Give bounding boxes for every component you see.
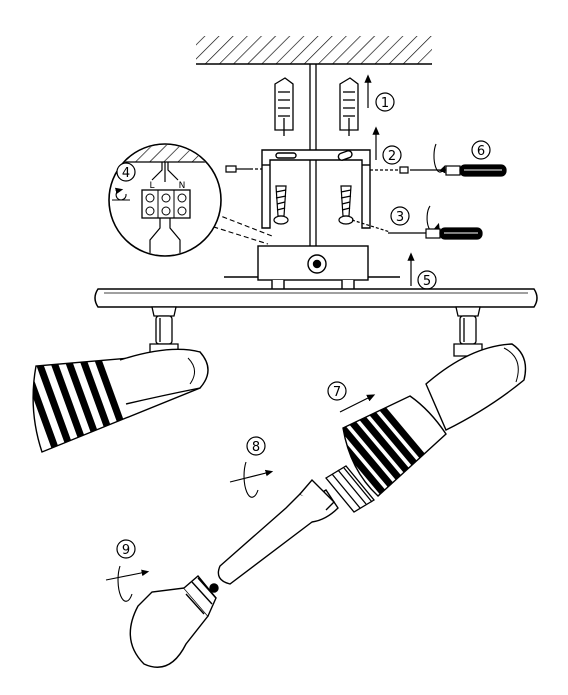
canopy xyxy=(224,245,400,293)
ceiling xyxy=(196,36,432,65)
terminal-l-label: L xyxy=(149,181,154,191)
step-7-marker: 7 xyxy=(327,381,376,413)
spot-right xyxy=(342,306,527,497)
step-9-marker: 9 xyxy=(105,539,150,602)
mounting-bracket xyxy=(261,149,371,229)
step-8-marker: 8 xyxy=(229,436,274,498)
terminal-detail: L N 4 xyxy=(108,143,273,257)
mounting-screw-left xyxy=(273,185,289,225)
step-7-label: 7 xyxy=(333,385,341,400)
screwdriver-lower xyxy=(388,227,483,240)
bracket-side-screws xyxy=(225,165,409,174)
step-5-label: 5 xyxy=(423,274,431,289)
lamp-ring xyxy=(325,465,375,513)
screwdriver-upper xyxy=(410,143,507,177)
step-2-marker: 2 xyxy=(372,126,402,165)
spot-left xyxy=(32,306,209,453)
light-bulb xyxy=(129,575,219,668)
step-2-label: 2 xyxy=(388,149,396,164)
step-1-marker: 1 xyxy=(364,74,395,112)
step-3-label: 3 xyxy=(396,210,404,225)
spot-bar xyxy=(94,288,538,308)
step-9-label: 9 xyxy=(122,543,130,558)
step-4-label: 4 xyxy=(122,166,130,181)
wall-plug-left xyxy=(274,77,294,136)
step-8-label: 8 xyxy=(252,440,260,455)
step-6-label: 6 xyxy=(477,144,485,159)
step-6-marker: 6 xyxy=(471,140,491,160)
bulb-removal-tool xyxy=(217,478,339,585)
wall-plug-right xyxy=(339,77,359,136)
terminal-n-label: N xyxy=(179,181,186,191)
step-5-marker: 5 xyxy=(407,252,437,290)
step-1-label: 1 xyxy=(381,96,389,111)
step-3-marker: 3 xyxy=(390,205,440,233)
mounting-screw-right xyxy=(338,185,391,233)
